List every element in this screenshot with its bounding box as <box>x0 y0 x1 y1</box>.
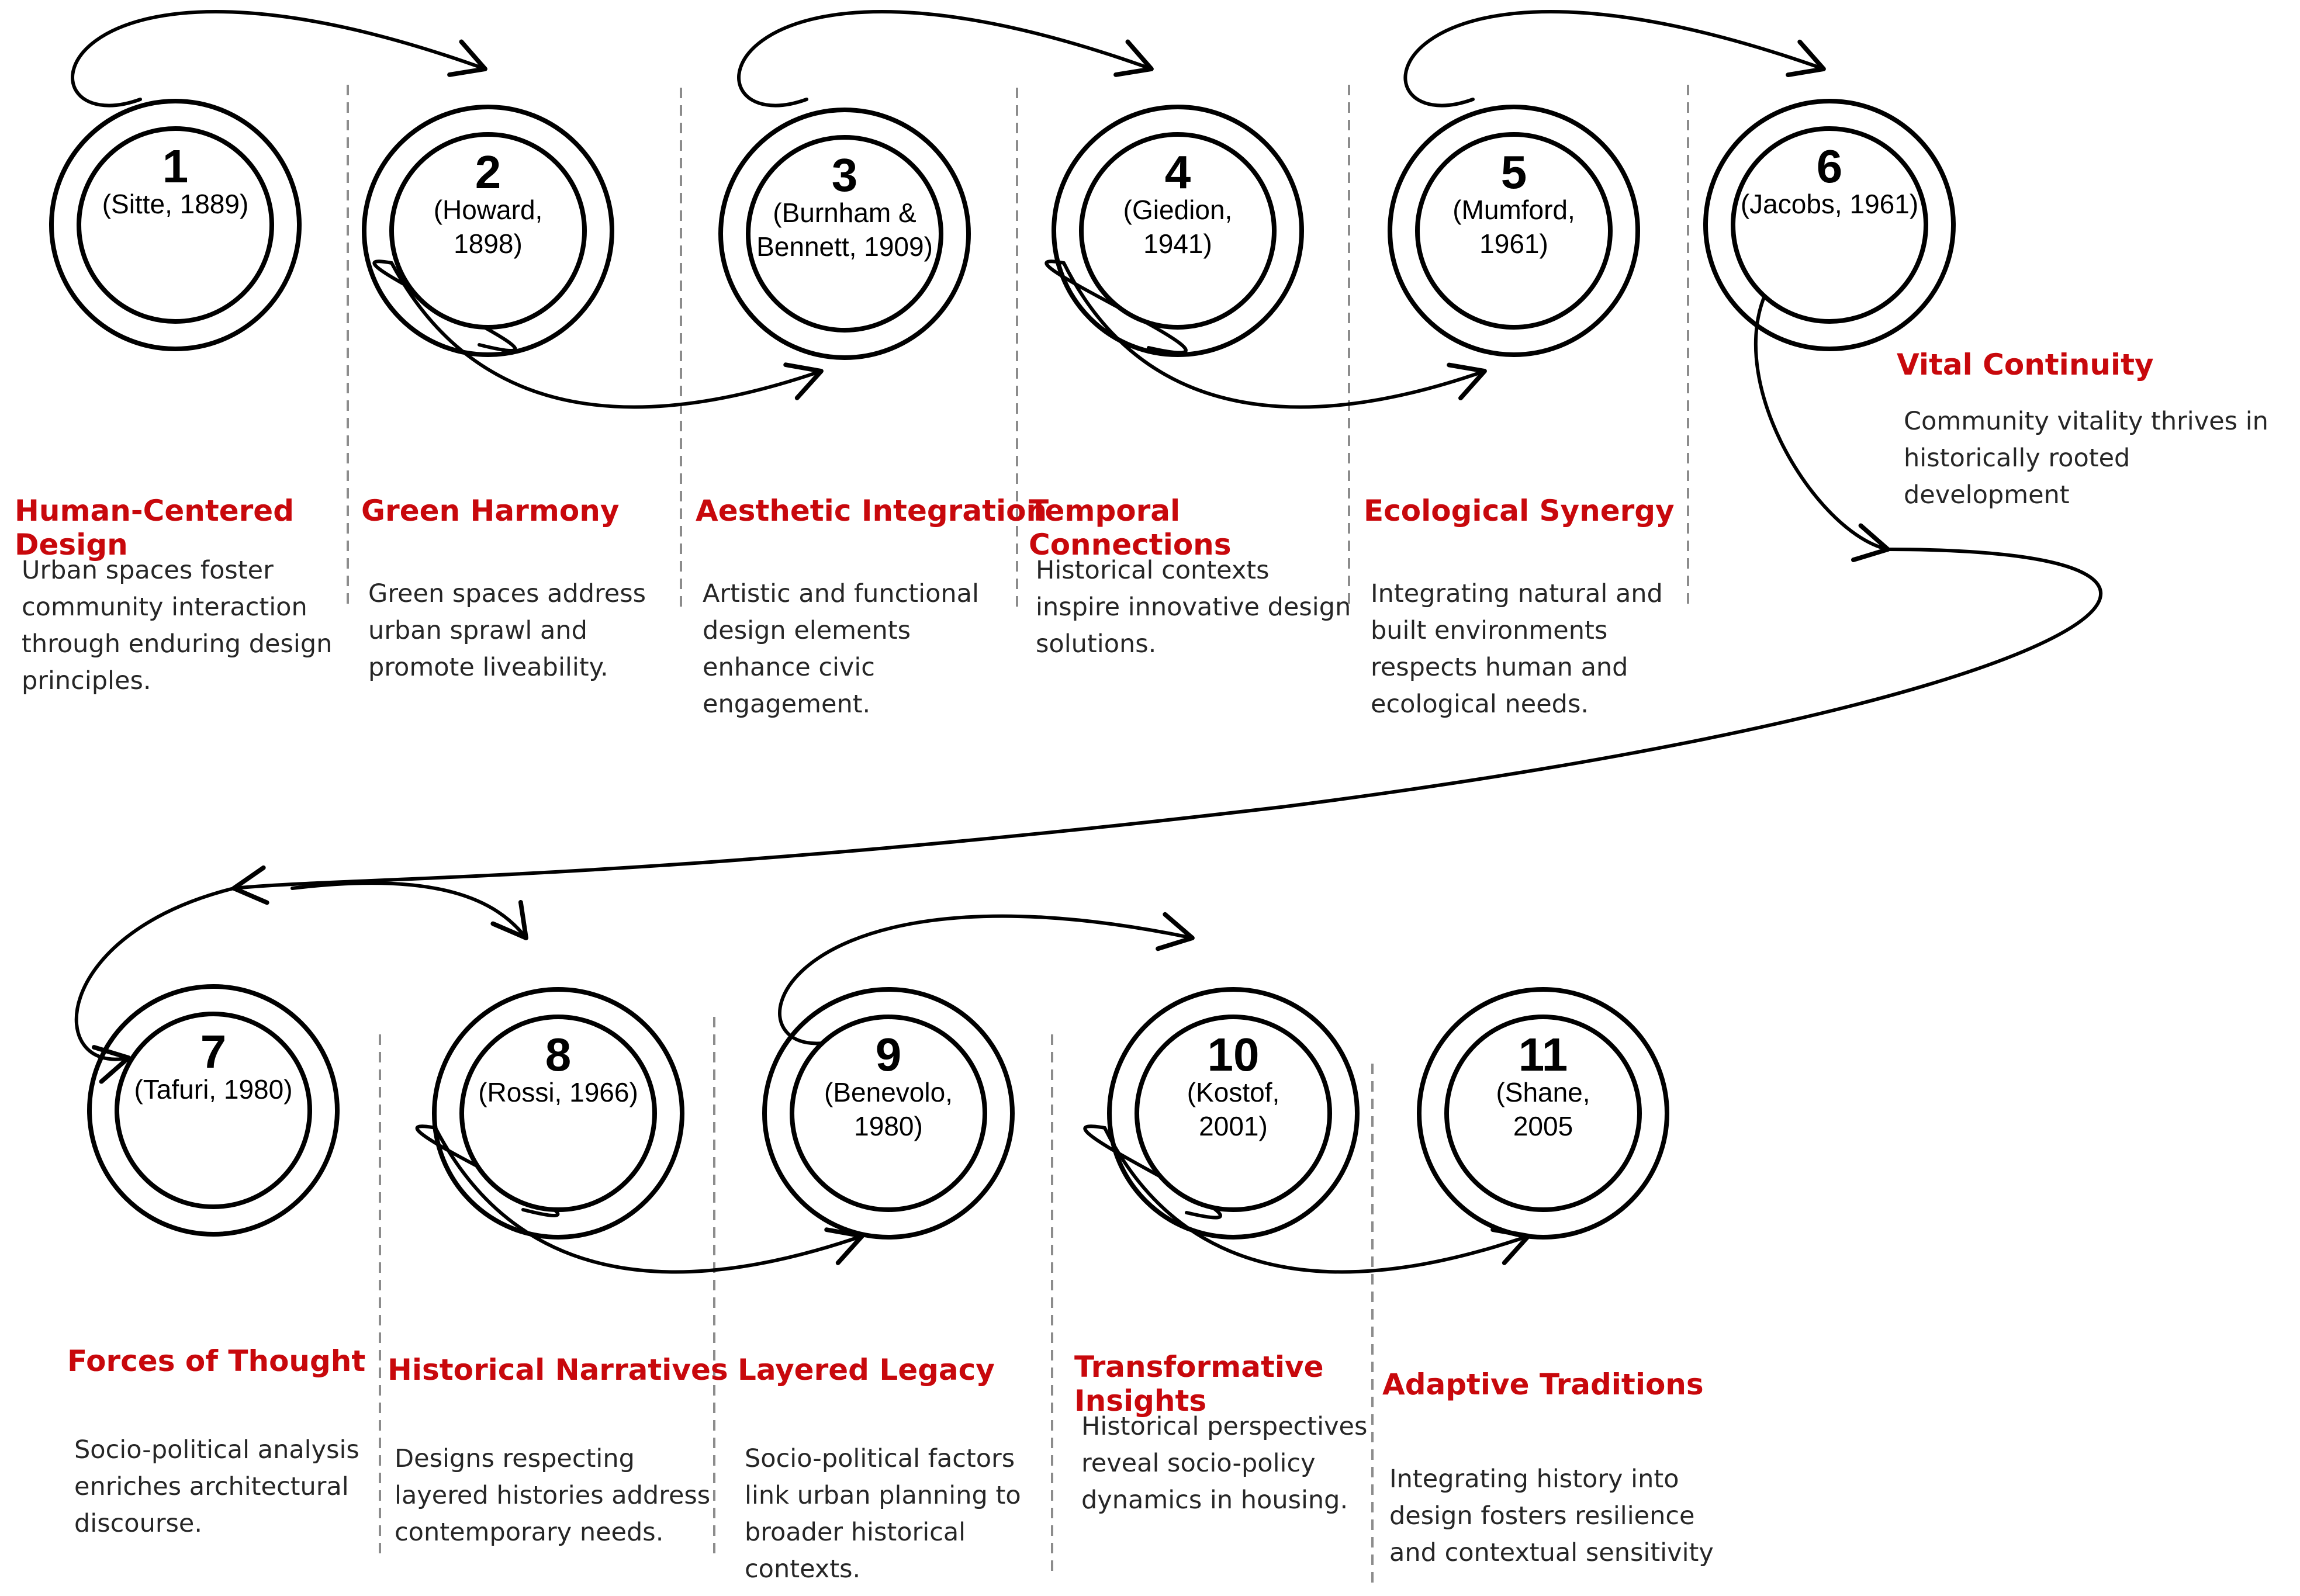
connector-arrow <box>372 259 824 409</box>
step-number: 9 <box>875 1029 902 1081</box>
connector-arrow <box>1403 9 1826 108</box>
step-node-8 <box>432 987 684 1240</box>
outer-ring <box>1107 987 1360 1240</box>
step-title: Green Harmony <box>361 494 620 528</box>
step-number: 11 <box>1518 1029 1568 1081</box>
step-citation: (Burnham & Bennett, 1909) <box>756 198 933 262</box>
inner-ring <box>790 1015 987 1212</box>
step-citation: (Jacobs, 1961) <box>1740 189 1919 219</box>
connector-arrow <box>1044 259 1487 409</box>
step-citation: (Howard, 1898) <box>433 195 543 259</box>
step-number: 10 <box>1207 1029 1260 1081</box>
outer-ring <box>1388 105 1640 357</box>
inner-ring <box>1079 132 1277 330</box>
step-description: Designs respecting layered histories add… <box>395 1444 711 1547</box>
step-title: Adaptive Traditions <box>1382 1367 1704 1401</box>
step-title: Ecological Synergy <box>1364 494 1675 528</box>
inner-ring <box>77 126 274 324</box>
step-node-6 <box>1703 99 1956 351</box>
step-citation: (Sitte, 1889) <box>102 189 249 219</box>
outer-ring <box>1703 99 1956 351</box>
step-description: Socio-political factors link urban plann… <box>745 1444 1021 1584</box>
step-node-2 <box>362 105 614 357</box>
step-citation: (Benevolo, 1980) <box>824 1077 953 1141</box>
step-node-3 <box>718 108 971 360</box>
step-number: 7 <box>200 1026 227 1078</box>
step-number: 2 <box>475 146 501 198</box>
step-title: Transformative Insights <box>1074 1350 1324 1418</box>
step-node-9 <box>762 987 1015 1240</box>
step-node-11 <box>1417 987 1669 1240</box>
outer-ring <box>49 99 302 351</box>
step-citation: (Kostof, 2001) <box>1187 1077 1280 1141</box>
step-description: Integrating natural and built environmen… <box>1371 579 1663 719</box>
step-citation: (Rossi, 1966) <box>478 1077 638 1107</box>
step-node-1 <box>49 99 302 351</box>
step-citation: (Mumford, 1961) <box>1452 195 1575 259</box>
outer-ring <box>1052 105 1304 357</box>
step-number: 5 <box>1500 146 1527 198</box>
inner-ring <box>389 132 587 330</box>
step-number: 4 <box>1164 146 1191 198</box>
step-title: Historical Narratives <box>388 1353 728 1387</box>
step-number: 8 <box>545 1029 572 1081</box>
outer-ring <box>1417 987 1669 1240</box>
step-number: 1 <box>162 140 189 192</box>
step-description: Integrating history into design fosters … <box>1389 1465 1714 1567</box>
connector-arrow <box>71 9 487 108</box>
outer-ring <box>362 105 614 357</box>
step-description: Socio-political analysis enriches archit… <box>74 1435 359 1538</box>
inner-ring <box>1731 126 1928 324</box>
connector-arrow <box>778 912 1195 1045</box>
step-description: Historical perspectives reveal socio-pol… <box>1081 1412 1368 1515</box>
step-node-4 <box>1052 105 1304 357</box>
connector-arrow <box>737 9 1154 108</box>
step-node-7 <box>87 984 340 1237</box>
inner-ring <box>115 1012 312 1209</box>
step-title: Human-Centered Design <box>15 494 295 562</box>
connector-arrow <box>74 887 236 1084</box>
step-title: Forces of Thought <box>67 1344 366 1378</box>
step-number: 3 <box>831 149 858 201</box>
inner-ring <box>746 135 943 333</box>
step-title: Layered Legacy <box>738 1353 995 1387</box>
outer-ring <box>762 987 1015 1240</box>
step-title: Aesthetic Integration <box>696 494 1047 528</box>
step-description: Urban spaces foster community interactio… <box>22 556 333 695</box>
step-node-10 <box>1107 987 1360 1240</box>
outer-ring <box>432 987 684 1240</box>
step-number: 6 <box>1816 140 1843 192</box>
connector-arrow <box>290 881 528 940</box>
inner-ring <box>1444 1015 1642 1212</box>
outer-ring <box>87 984 340 1237</box>
step-title: Temporal Connections <box>1029 494 1232 562</box>
step-citation: (Tafuri, 1980) <box>134 1074 293 1105</box>
step-node-5 <box>1388 105 1640 357</box>
outer-ring <box>718 108 971 360</box>
step-description: Artistic and functional design elements … <box>703 579 979 719</box>
inner-ring <box>1135 1015 1332 1212</box>
connector-arrow <box>231 548 2103 905</box>
step-citation: (Giedion, 1941) <box>1123 195 1233 259</box>
step-description: Green spaces address urban sprawl and pr… <box>368 579 646 682</box>
step-citation: (Shane, 2005 <box>1496 1077 1590 1141</box>
inner-ring <box>459 1015 657 1212</box>
step-title: Vital Continuity <box>1897 348 2154 382</box>
step-description: Community vitality thrives in historical… <box>1904 407 2268 510</box>
inner-ring <box>1415 132 1613 330</box>
step-description: Historical contexts inspire innovative d… <box>1036 556 1351 659</box>
